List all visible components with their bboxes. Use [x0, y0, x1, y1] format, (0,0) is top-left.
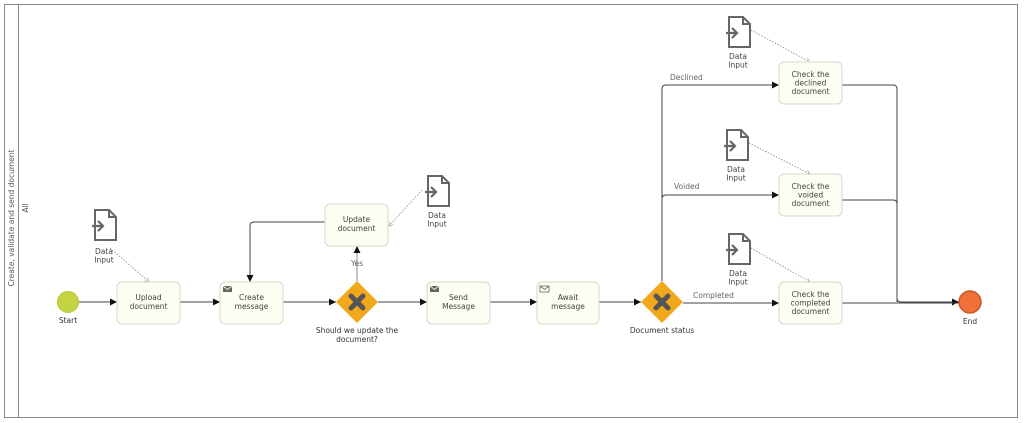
data-input-icon [722, 128, 750, 162]
data-input-icon [90, 208, 118, 242]
data-associations [109, 29, 810, 283]
exclusive-x-icon [653, 293, 671, 311]
flow-label-declined: Declined [670, 73, 703, 82]
pool [4, 4, 1018, 418]
pool-label: Create, validate and send document [7, 149, 16, 286]
svg-text:Start: Start [59, 316, 77, 325]
svg-text:Document status: Document status [630, 326, 694, 335]
start-event[interactable]: Start [57, 291, 79, 326]
receive-envelope-icon [539, 285, 550, 293]
gateway-document-status[interactable]: Document status [630, 281, 694, 335]
data-input-icon [724, 15, 752, 49]
sequence-flows [79, 81, 959, 307]
svg-text:End: End [963, 317, 977, 326]
flow-label-completed: Completed [693, 291, 734, 300]
data-input-icon [724, 232, 752, 266]
send-envelope-icon [429, 285, 440, 292]
flow-label-yes: Yes [350, 259, 363, 268]
flow-label-voided: Voided [674, 182, 700, 191]
lane-label: All [21, 203, 30, 212]
exclusive-x-icon [348, 293, 366, 311]
send-envelope-icon [222, 285, 233, 292]
data-input-icon [423, 174, 451, 208]
end-event[interactable]: End [958, 290, 982, 326]
